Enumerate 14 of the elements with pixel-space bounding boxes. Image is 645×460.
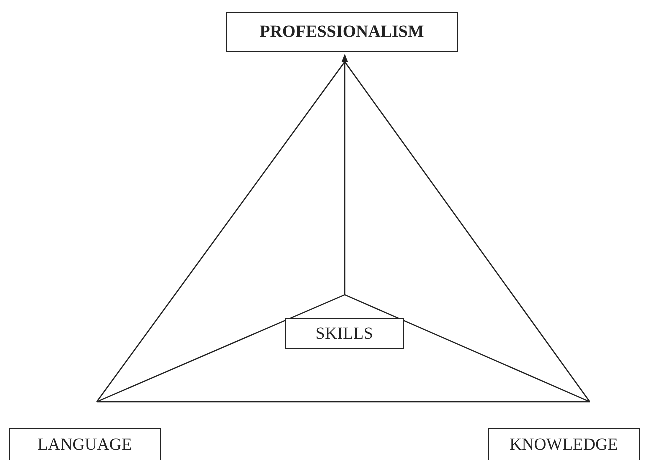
connector-line — [97, 401, 590, 403]
connector-line — [344, 62, 590, 402]
concept-label: PROFESSIONALISM — [260, 22, 424, 42]
concept-label: KNOWLEDGE — [510, 435, 618, 455]
connector-line — [96, 62, 346, 402]
concept-box — [488, 428, 640, 460]
connector-line — [96, 294, 346, 403]
concept-box — [226, 12, 458, 52]
concept-box — [9, 428, 161, 460]
connector-line — [344, 294, 590, 403]
arrow — [342, 54, 348, 295]
concept-label: SKILLS — [316, 324, 374, 344]
concept-box — [285, 318, 404, 349]
concept-label: LANGUAGE — [38, 435, 132, 455]
